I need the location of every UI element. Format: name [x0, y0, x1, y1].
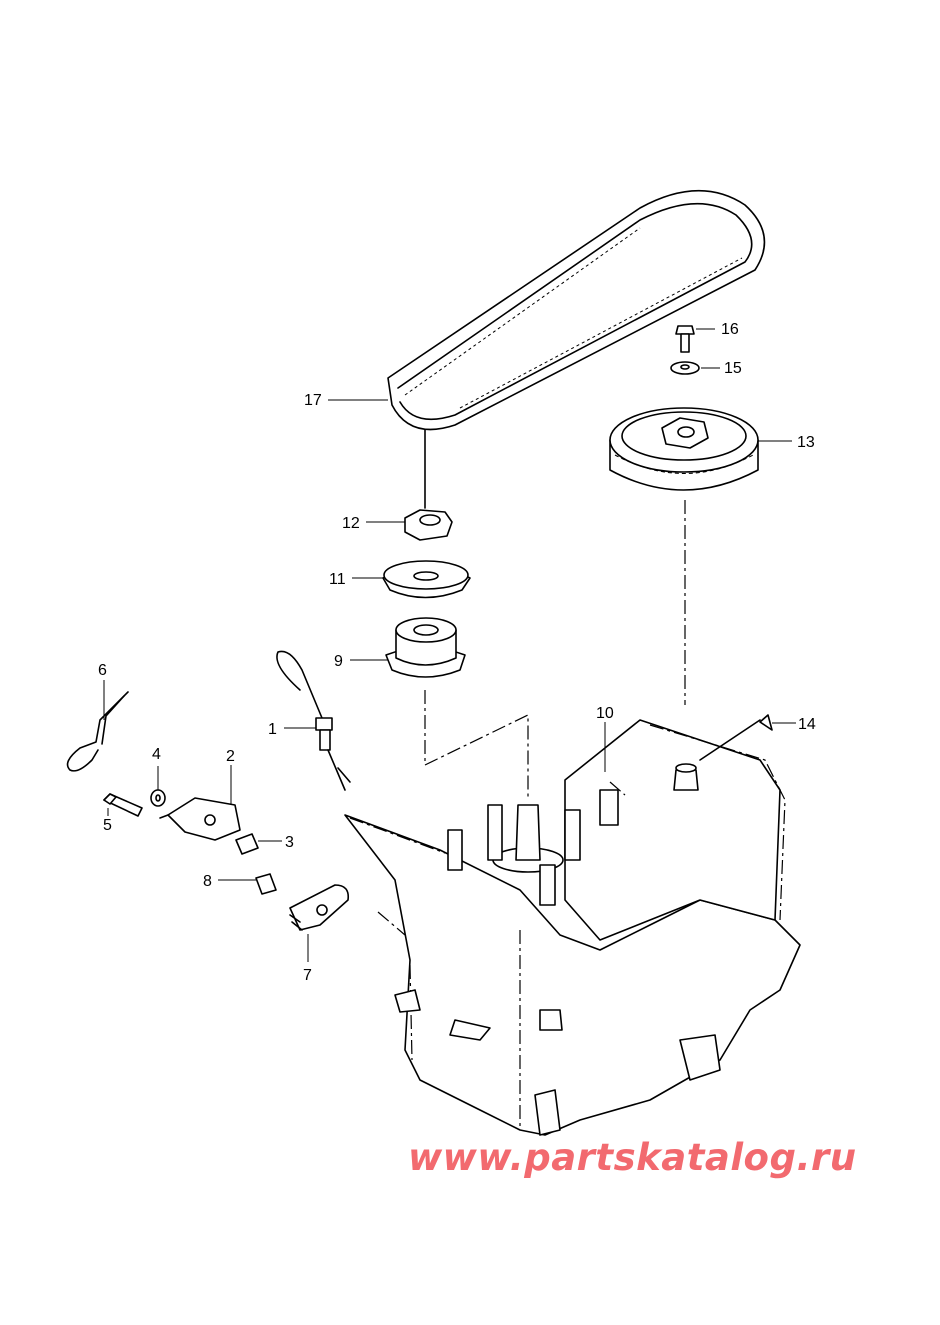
callout-11: 11	[329, 571, 346, 588]
callout-9: 9	[334, 653, 343, 670]
drive-pulley-9[interactable]	[385, 617, 466, 678]
callout-5: 5	[103, 817, 112, 834]
dipstick-1[interactable]	[276, 650, 351, 791]
bolt-16[interactable]	[675, 325, 695, 353]
wire-clip-6[interactable]	[66, 691, 129, 772]
callout-12: 12	[342, 515, 360, 532]
bolt-8[interactable]	[255, 873, 277, 895]
callout-4: 4	[152, 746, 161, 763]
callout-7: 7	[303, 967, 312, 984]
callout-17: 17	[304, 392, 322, 409]
sensor-2[interactable]	[159, 797, 241, 841]
assembly-lines	[377, 429, 761, 936]
callout-3: 3	[285, 834, 294, 851]
callout-10: 10	[596, 705, 614, 722]
leader-lines	[103, 328, 796, 962]
key-14[interactable]	[759, 714, 773, 731]
callout-6: 6	[98, 662, 107, 679]
callout-14: 14	[798, 716, 816, 733]
cylinder-block	[344, 719, 801, 1136]
callout-8: 8	[203, 873, 212, 890]
washer-4[interactable]	[150, 789, 166, 807]
plate-washer-11[interactable]	[382, 560, 471, 599]
callout-13: 13	[797, 434, 815, 451]
callout-1: 1	[268, 721, 277, 738]
bracket-plate-7[interactable]	[289, 884, 350, 931]
timing-belt[interactable]	[387, 189, 766, 431]
callout-15: 15	[724, 360, 742, 377]
washer-15[interactable]	[670, 361, 700, 375]
watermark-text: www.partskatalog.ru	[408, 1136, 857, 1179]
collar-3[interactable]	[235, 833, 259, 855]
screw-5[interactable]	[103, 793, 143, 817]
callout-2: 2	[226, 748, 235, 765]
nut-12[interactable]	[404, 509, 453, 541]
driven-pulley-13[interactable]	[609, 407, 759, 491]
callout-16: 16	[721, 321, 739, 338]
